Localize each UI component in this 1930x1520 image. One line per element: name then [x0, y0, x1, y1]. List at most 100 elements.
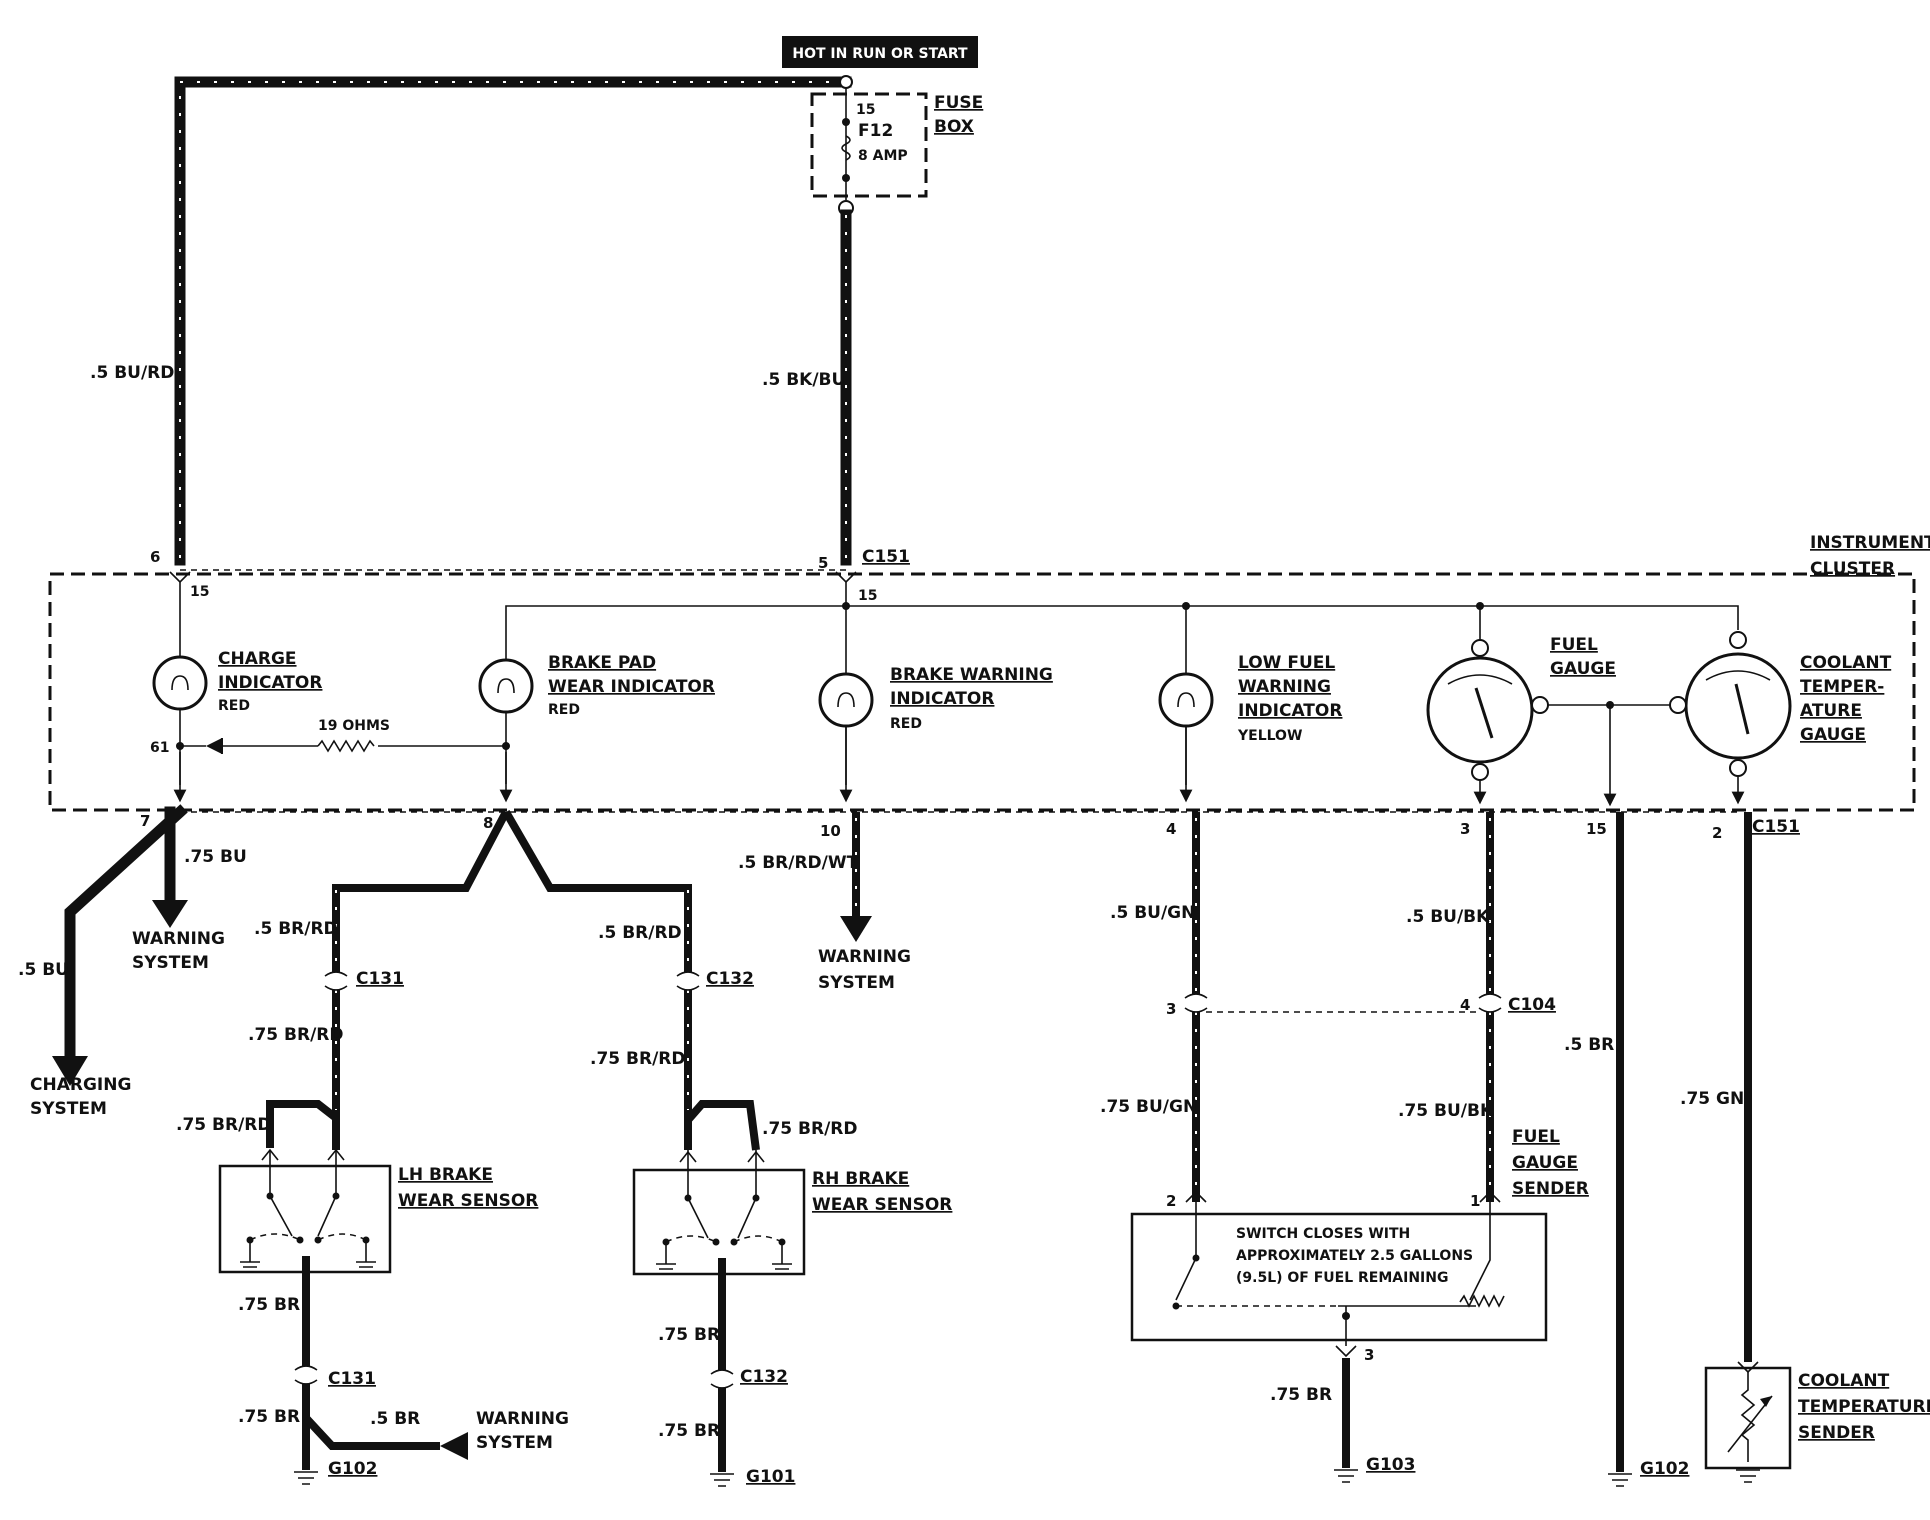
c104-pin-3: 3 [1166, 1000, 1176, 1018]
wire-pin3-fuel-gauge [1478, 812, 1502, 1202]
connector-c104: C104 [1508, 995, 1556, 1015]
pin-10: 10 [820, 822, 841, 840]
wire-label-lh-75br-2: .75 BR [238, 1407, 300, 1427]
switch-note-1: SWITCH CLOSES WITH [1236, 1226, 1410, 1242]
pin-15: 15 [1586, 820, 1607, 838]
wire-label-rh-75br-rd: .75 BR/RD [590, 1049, 686, 1069]
charging-system-line2: SYSTEM [30, 1099, 107, 1119]
connector-c132: C132 [706, 969, 754, 989]
brake-warning-color: RED [890, 716, 922, 732]
wire-label-rh-75br-rd-b: .75 BR/RD [762, 1119, 858, 1139]
charge-indicator-color: RED [218, 698, 250, 714]
coolant-gauge-dial [1669, 631, 1792, 777]
ground-g102-a: G102 [328, 1459, 377, 1479]
wire-label-bk-bu: .5 BK/BU [762, 370, 845, 390]
low-fuel-color: YELLOW [1237, 728, 1302, 744]
brake-pad-label-2: WEAR INDICATOR [548, 677, 715, 697]
fuse-box [810, 75, 928, 216]
switch-note-2: APPROXIMATELY 2.5 GALLONS [1236, 1248, 1473, 1264]
wire-pin10 [840, 812, 872, 942]
lh-sensor-label-1: LH BRAKE [398, 1165, 493, 1185]
wire-top-bu-rd [174, 76, 852, 566]
pin-2: 2 [1712, 824, 1722, 842]
pin-5: 5 [818, 554, 828, 572]
lh-sensor-label-2: WEAR SENSOR [398, 1191, 538, 1211]
warning-system-10-line2: SYSTEM [818, 973, 895, 993]
wire-label-75gn: .75 GN [1680, 1089, 1744, 1109]
fuse-id: F12 [858, 121, 893, 141]
coolant-gauge-label-3: ATURE [1800, 701, 1862, 721]
wire-label-rh-75br-1: .75 BR [658, 1325, 720, 1345]
pin-61: 61 [150, 740, 169, 756]
instrument-cluster-box [48, 572, 1916, 812]
coolant-gauge-label-4: GAUGE [1800, 725, 1866, 745]
fuse-box-title-2: BOX [934, 117, 974, 137]
fuel-gauge-label-1: FUEL [1550, 635, 1598, 655]
sender-pin-2: 2 [1166, 1192, 1176, 1210]
brake-warning-label-1: BRAKE WARNING [890, 665, 1053, 685]
fuse-pin-15: 15 [856, 102, 875, 118]
switch-note-3: (9.5L) OF FUEL REMAINING [1236, 1270, 1448, 1286]
connector-c131: C131 [356, 969, 404, 989]
wire-label-lh-75br-rd: .75 BR/RD [248, 1025, 344, 1045]
connector-c132-low: C132 [740, 1367, 788, 1387]
wire-label-75bu: .75 BU [184, 847, 247, 867]
power-label: HOT IN RUN OR START [782, 36, 978, 68]
pin-3: 3 [1460, 820, 1470, 838]
fuse-box-title-1: FUSE [934, 93, 983, 113]
coolant-gauge-label-1: COOLANT [1800, 653, 1892, 673]
wire-label-bu-gn: .5 BU/GN [1110, 903, 1195, 923]
brake-warning-label-2: INDICATOR [890, 689, 994, 709]
wire-label-lh-75br-rd-b: .75 BR/RD [176, 1115, 272, 1135]
wire-label-bu-rd: .5 BU/RD [90, 363, 174, 383]
wire-label-g103-br: .75 BR [1270, 1385, 1332, 1405]
wire-pin8-lh [266, 810, 510, 1150]
sender-pin-3: 3 [1364, 1346, 1374, 1364]
charge-indicator-bulb [152, 655, 208, 711]
brake-pad-color: RED [548, 702, 580, 718]
coolant-sender-label-3: SENDER [1798, 1423, 1875, 1443]
rh-sensor-label-2: WEAR SENSOR [812, 1195, 952, 1215]
rh-sensor-label-1: RH BRAKE [812, 1169, 909, 1189]
wire-label-lh-5br: .5 BR [370, 1409, 420, 1429]
connector-c151-top: C151 [862, 547, 910, 567]
pin-15-b: 15 [858, 588, 877, 604]
sender-pin-1: 1 [1470, 1192, 1480, 1210]
lh-brake-wear-sensor [218, 1148, 392, 1274]
brake-pad-label-1: BRAKE PAD [548, 653, 656, 673]
wire-label-rh-5br-rd: .5 BR/RD [598, 923, 682, 943]
power-label-text: HOT IN RUN OR START [792, 46, 968, 62]
cluster-title-1: INSTRUMENT [1810, 533, 1930, 553]
ground-g102-b: G102 [1640, 1459, 1689, 1479]
wire-label-5bu: .5 BU [18, 960, 69, 980]
wire-label-75-bu-gn: .75 BU/GN [1100, 1097, 1197, 1117]
coolant-temperature-sender [1704, 1361, 1792, 1483]
warning-system-7-line2: SYSTEM [132, 953, 209, 973]
wire-pin15-g102 [1608, 812, 1632, 1487]
low-fuel-label-3: INDICATOR [1238, 701, 1342, 721]
coolant-gauge-label-2: TEMPER- [1800, 677, 1884, 697]
wire-label-lh-5br-rd: .5 BR/RD [254, 919, 338, 939]
resistor-label: 19 OHMS [318, 718, 390, 734]
charge-indicator-label-1: CHARGE [218, 649, 297, 669]
low-fuel-bulb [1158, 672, 1214, 728]
pin-8: 8 [483, 814, 493, 832]
pin-4: 4 [1166, 820, 1176, 838]
low-fuel-label-1: LOW FUEL [1238, 653, 1335, 673]
brake-warning-bulb [818, 672, 874, 728]
wire-pin7 [52, 804, 188, 1086]
charging-system-line1: CHARGING [30, 1075, 131, 1095]
fuel-gauge-sender [1130, 1190, 1548, 1358]
fuel-sender-label-1: FUEL [1512, 1127, 1560, 1147]
wire-label-lh-75br-1: .75 BR [238, 1295, 300, 1315]
connector-c151-bottom: C151 [1752, 817, 1800, 837]
wire-rh-ground [710, 1258, 734, 1487]
coolant-sender-label-1: COOLANT [1798, 1371, 1890, 1391]
rh-brake-wear-sensor [632, 1150, 806, 1276]
wire-pin4-low-fuel [1184, 812, 1208, 1202]
fuel-gauge-label-2: GAUGE [1550, 659, 1616, 679]
connector-c131-low: C131 [328, 1369, 376, 1389]
cluster-title-2: CLUSTER [1810, 559, 1895, 579]
fuel-gauge-dial [1426, 639, 1549, 781]
pin-6: 6 [150, 548, 160, 566]
